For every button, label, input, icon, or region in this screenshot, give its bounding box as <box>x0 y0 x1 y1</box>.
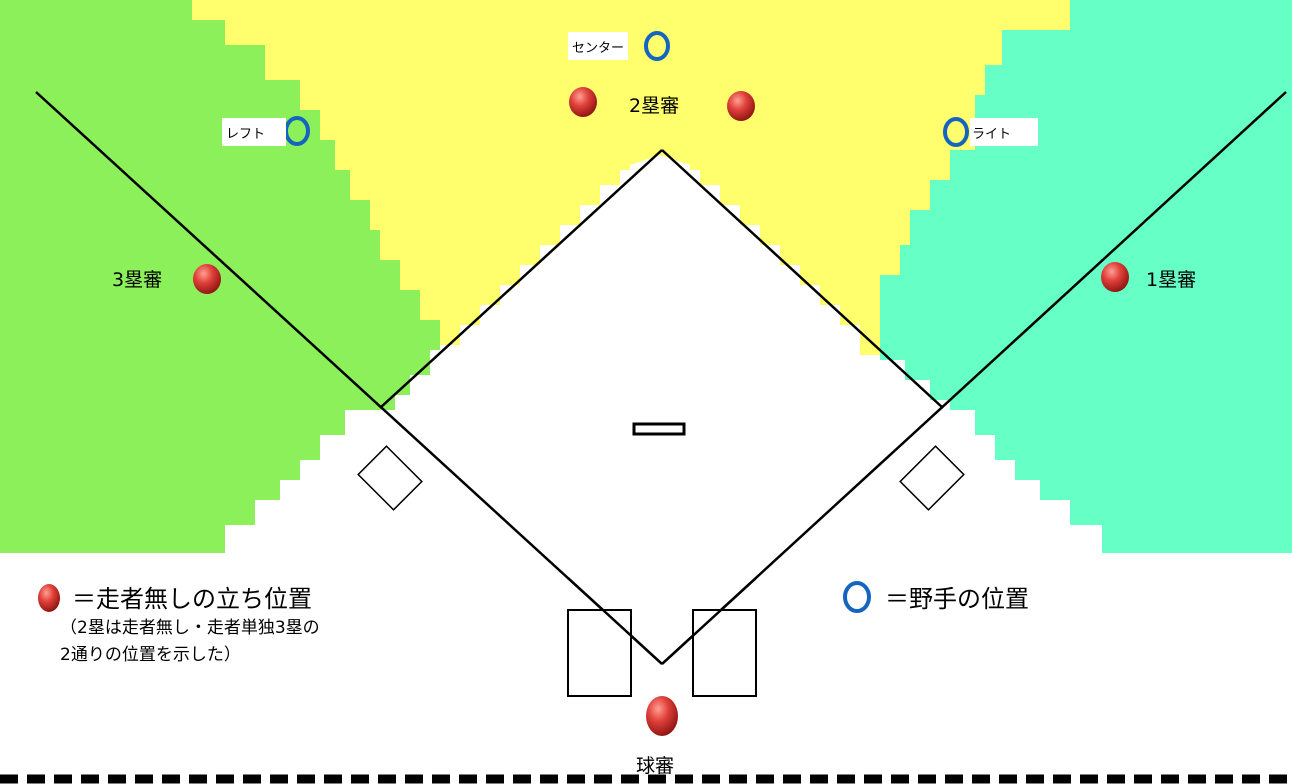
left-label-bg <box>222 118 286 146</box>
basepath-third-to-second <box>379 149 663 409</box>
legend-umpire-note-line1: （2塁は走者無し・走者単独3塁の <box>60 618 320 638</box>
third-base-foul-line-segment <box>567 577 663 665</box>
right-fielder-label: ライト <box>972 127 1011 142</box>
first-base-foul-line <box>661 91 1287 665</box>
legend-fielder-text: ＝野手の位置 <box>885 585 1029 613</box>
pitchers-plate <box>632 422 686 436</box>
legend-umpire-note-line2: 2通りの位置を示した） <box>60 645 241 665</box>
home-plate-umpire-label: 球審 <box>636 755 674 777</box>
legend-umpire-icon <box>38 584 60 612</box>
right-label-bg <box>970 118 1038 146</box>
first-base-umpire-icon <box>1101 262 1129 292</box>
first-base-umpire-label: 1塁審 <box>1146 269 1196 291</box>
legend-umpire-text: ＝走者無しの立ち位置 <box>72 585 312 613</box>
right-batters-box <box>692 609 757 697</box>
third-base-coach-box <box>357 445 423 511</box>
center-fielder-label: センター <box>572 41 624 56</box>
field-lines <box>35 91 1287 665</box>
third-base-foul-line <box>35 91 663 665</box>
umpire-markers <box>38 87 1129 736</box>
second-base-umpire-right-icon <box>727 91 755 121</box>
second-base-umpire-left-icon <box>569 87 597 117</box>
right-fielder-ring-icon <box>943 117 969 147</box>
left-batters-box <box>567 609 632 697</box>
first-base-coach-box <box>899 445 965 511</box>
basepath-second-to-first <box>661 149 944 409</box>
second-base-umpire-label: 2塁審 <box>629 95 679 117</box>
center-label-bg <box>568 32 628 60</box>
legend-fielder-ring-icon <box>843 581 871 613</box>
third-base-umpire-label: 3塁審 <box>112 269 162 291</box>
third-base-umpire-icon <box>193 264 221 294</box>
left-fielder-label: レフト <box>226 127 265 142</box>
center-fielder-ring-icon <box>644 31 670 61</box>
home-plate-umpire-icon <box>646 696 678 736</box>
center-coverage-zone <box>192 0 1070 355</box>
first-base-foul-line-segment <box>661 577 757 665</box>
